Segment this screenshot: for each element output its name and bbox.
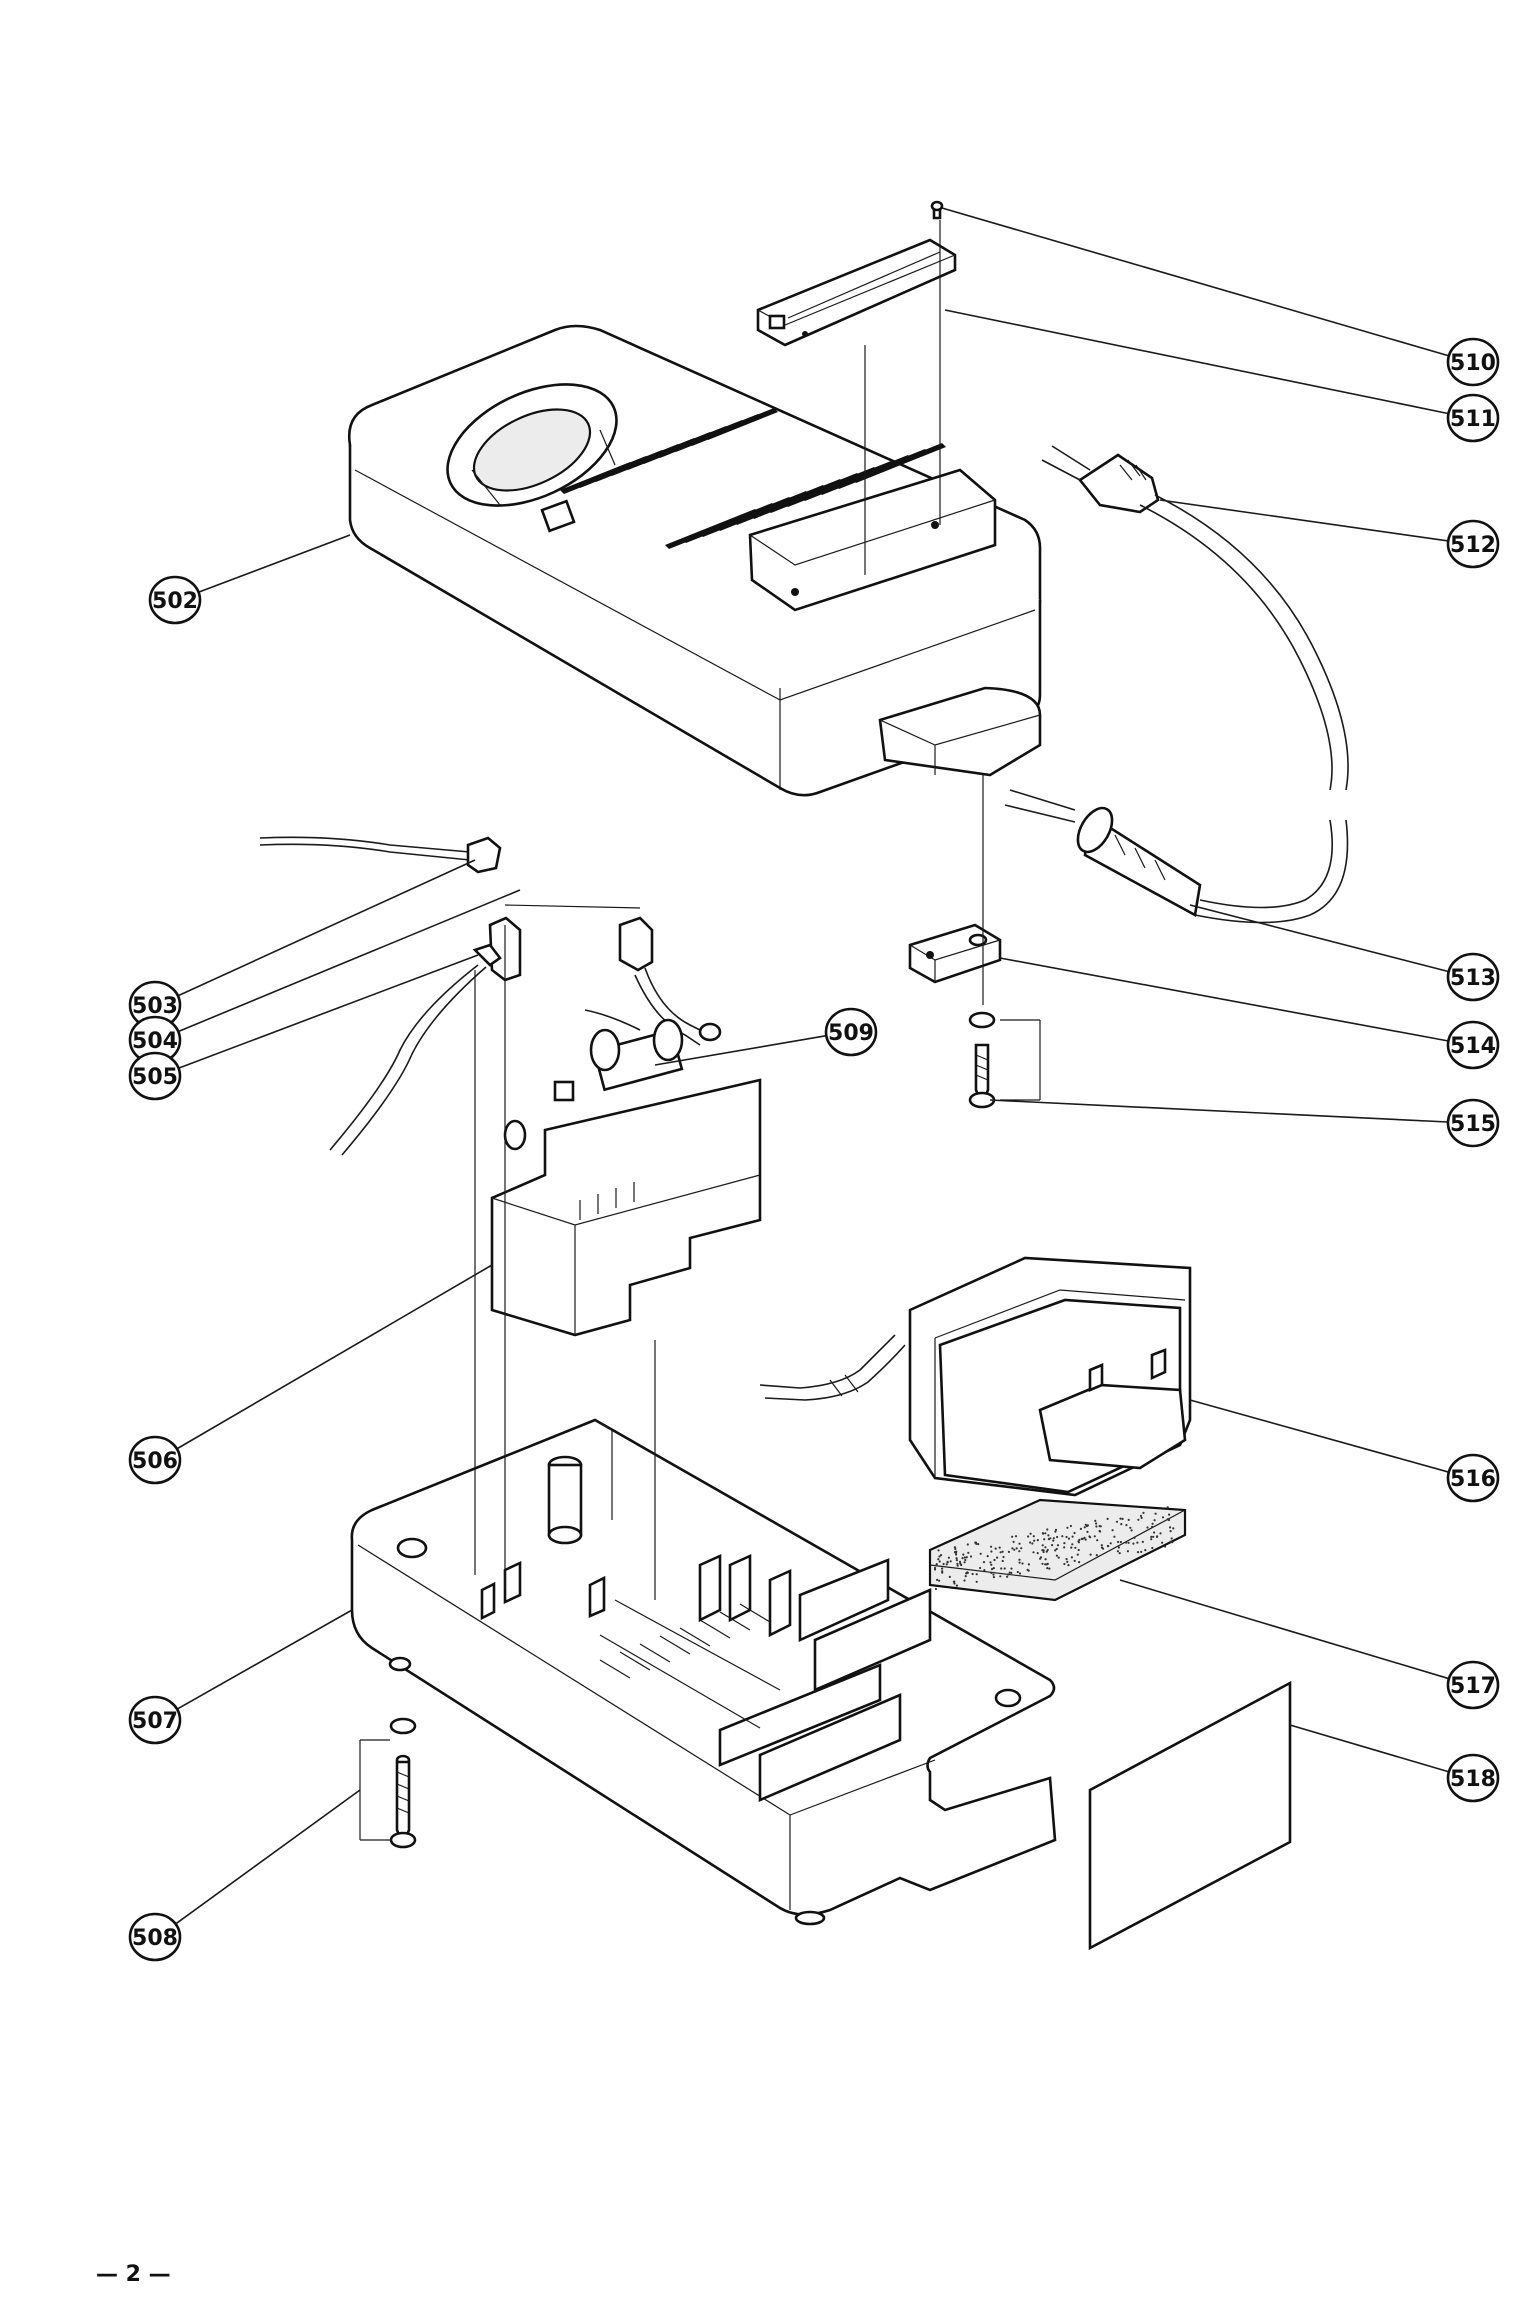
- leader-line-510: [941, 207, 1450, 357]
- leader-line-509: [654, 1034, 827, 1066]
- callout-circle-505: [128, 1051, 182, 1101]
- leader-line-505: [178, 954, 479, 1070]
- callout-label-515: 515: [1450, 1112, 1496, 1137]
- callout-510: 510: [1446, 337, 1500, 387]
- charger-top-cover: [347, 324, 1042, 797]
- leader-line-513: [1189, 904, 1449, 973]
- leader-line-515: [989, 1099, 1449, 1123]
- foam-pad: [928, 1498, 1187, 1602]
- callout-label-502: 502: [152, 589, 198, 614]
- charger-base: [350, 1418, 1057, 1926]
- callout-507: 507: [128, 1695, 182, 1745]
- leader-line-517: [1119, 1579, 1450, 1680]
- callout-circle-514: [1446, 1020, 1500, 1070]
- callout-circle-511: [1446, 393, 1500, 443]
- insulation-sheet: [1088, 1680, 1292, 1951]
- power-cord: [1004, 445, 1349, 924]
- callout-label-506: 506: [132, 1449, 178, 1474]
- callout-circle-507: [128, 1695, 182, 1745]
- callout-505: 505: [128, 1051, 182, 1101]
- leader-line-504: [177, 889, 521, 1033]
- callout-label-504: 504: [132, 1029, 178, 1054]
- transformer: [759, 1256, 1192, 1497]
- leader-line-507: [176, 1609, 353, 1710]
- assembly-guides: [359, 220, 1041, 1841]
- base-screw: [389, 1717, 417, 1849]
- callout-label-514: 514: [1450, 1034, 1496, 1059]
- callout-509: 509: [824, 1007, 878, 1057]
- callout-label-511: 511: [1450, 407, 1496, 432]
- callout-circle-516: [1446, 1453, 1500, 1503]
- leader-line-503: [177, 859, 476, 997]
- callout-circle-509: [824, 1007, 878, 1057]
- callout-label-512: 512: [1450, 533, 1496, 558]
- cord-clamp: [908, 923, 1002, 984]
- callout-label-517: 517: [1450, 1674, 1496, 1699]
- callout-511: 511: [1446, 393, 1500, 443]
- callout-502: 502: [148, 575, 202, 625]
- callout-label-505: 505: [132, 1065, 178, 1090]
- callout-label-513: 513: [1450, 966, 1496, 991]
- callout-label-503: 503: [132, 994, 178, 1019]
- callout-label-510: 510: [1450, 351, 1496, 376]
- callout-circle-506: [128, 1435, 182, 1485]
- callout-circle-513: [1446, 952, 1500, 1002]
- leader-line-512: [1159, 499, 1449, 542]
- callout-circle-518: [1446, 1753, 1500, 1803]
- callout-circle-512: [1446, 519, 1500, 569]
- leader-line-511: [944, 309, 1449, 415]
- callout-circle-502: [148, 575, 202, 625]
- callout-circle-517: [1446, 1660, 1500, 1710]
- callout-515: 515: [1446, 1098, 1500, 1148]
- callout-balloons: 502 503 504 505 506 507 508 509 510 511 512 513 514 5…: [128, 337, 1500, 1962]
- callout-513: 513: [1446, 952, 1500, 1002]
- callout-512: 512: [1446, 519, 1500, 569]
- circuit-board: [490, 1018, 762, 1337]
- callout-504: 504: [128, 1015, 182, 1065]
- page-number: — 2 —: [96, 2262, 171, 2287]
- callout-506: 506: [128, 1435, 182, 1485]
- leader-line-514: [999, 957, 1449, 1042]
- leader-line-502: [198, 534, 351, 594]
- callout-label-509: 509: [828, 1021, 874, 1046]
- nameplate: [756, 238, 957, 347]
- clamp-screw: [968, 1011, 996, 1109]
- callout-517: 517: [1446, 1660, 1500, 1710]
- leader-line-506: [176, 1264, 493, 1450]
- leader-line-518: [1289, 1724, 1450, 1773]
- callout-514: 514: [1446, 1020, 1500, 1070]
- leader-lines: [174, 207, 1450, 1925]
- callout-label-507: 507: [132, 1709, 178, 1734]
- nameplate-screw: [930, 200, 944, 220]
- callout-label-518: 518: [1450, 1767, 1496, 1792]
- callout-label-516: 516: [1450, 1467, 1496, 1492]
- callout-518: 518: [1446, 1753, 1500, 1803]
- callout-516: 516: [1446, 1453, 1500, 1503]
- callout-508: 508: [128, 1912, 182, 1962]
- callout-circle-508: [128, 1912, 182, 1962]
- callout-circle-515: [1446, 1098, 1500, 1148]
- callout-circle-510: [1446, 337, 1500, 387]
- leader-line-508: [174, 1789, 361, 1925]
- callout-label-508: 508: [132, 1926, 178, 1951]
- leader-line-516: [1189, 1399, 1450, 1473]
